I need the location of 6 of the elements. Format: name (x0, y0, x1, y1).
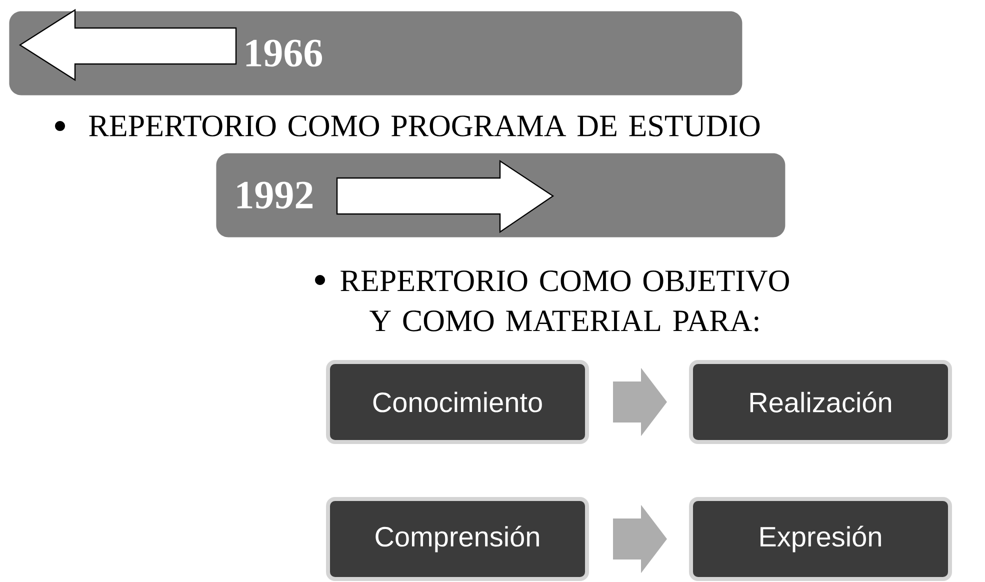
process-box: Comprensión (326, 497, 589, 581)
process-box: Expresión (689, 497, 952, 581)
bullet-text: REPERTORIO COMO OBJETIVO Y COMO MATERIAL PARA: (340, 270, 789, 332)
process-box: Realización (689, 360, 952, 444)
process-box: Conocimiento (326, 360, 589, 444)
bullet-text: REPERTORIO COMO PROGRAMA DE ESTUDIO (89, 116, 760, 136)
